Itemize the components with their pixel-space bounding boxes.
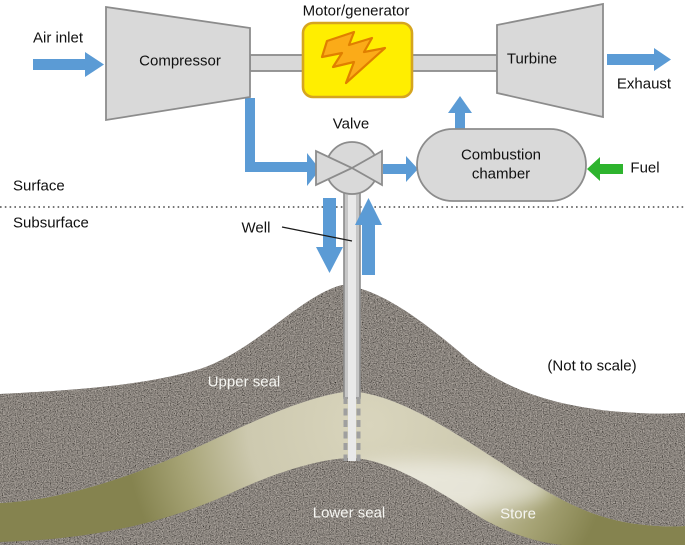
fuel-label: Fuel [630,159,660,177]
turbine-body [496,2,604,119]
well-label: Well [241,219,271,237]
turbine-label: Turbine [506,50,558,68]
valve-label: Valve [332,115,370,133]
subsurface-geology [0,285,685,545]
compressor-motor-shaft [249,54,304,72]
compressor-to-valve-pipe [245,98,320,186]
air-inlet-arrow [33,52,104,77]
well-pipe [343,192,361,461]
compressor-label: Compressor [139,52,221,70]
valve-bowtie-left [315,149,355,187]
flow-arrows [33,48,671,275]
combustion-chamber-body [416,128,587,202]
fuel-arrow [587,157,623,181]
valve-bowtie-right [350,149,383,187]
motor-generator-unit [301,21,414,99]
machinery [105,2,604,202]
surface-label: Surface [13,177,65,195]
exhaust-label: Exhaust [616,75,672,93]
well-bore-highlight [348,195,356,461]
motor-turbine-shaft [411,54,498,72]
compressor-body [105,5,251,122]
air-inlet-label: Air inlet [32,29,84,47]
well-production-arrow-up [355,198,382,275]
lower-seal-label: Lower seal [312,504,386,522]
upper-seal-layer [0,285,685,527]
exhaust-arrow [607,48,671,71]
not-to-scale-label: (Not to scale) [547,357,637,375]
upper-seal-label: Upper seal [207,373,281,391]
combustion-chamber-label: Combustion chamber [460,146,542,182]
chamber-to-turbine-arrow [448,96,472,130]
subsurface-label: Subsurface [13,214,89,232]
well-injection-arrow-down [316,198,343,273]
store-label: Store [500,505,536,523]
lower-seal-layer [0,458,562,545]
lightning-bolt-icon [320,30,387,85]
well-pointer-line [281,226,353,242]
motor-generator-label: Motor/generator [302,2,410,20]
valve-to-chamber-arrow [383,156,418,182]
